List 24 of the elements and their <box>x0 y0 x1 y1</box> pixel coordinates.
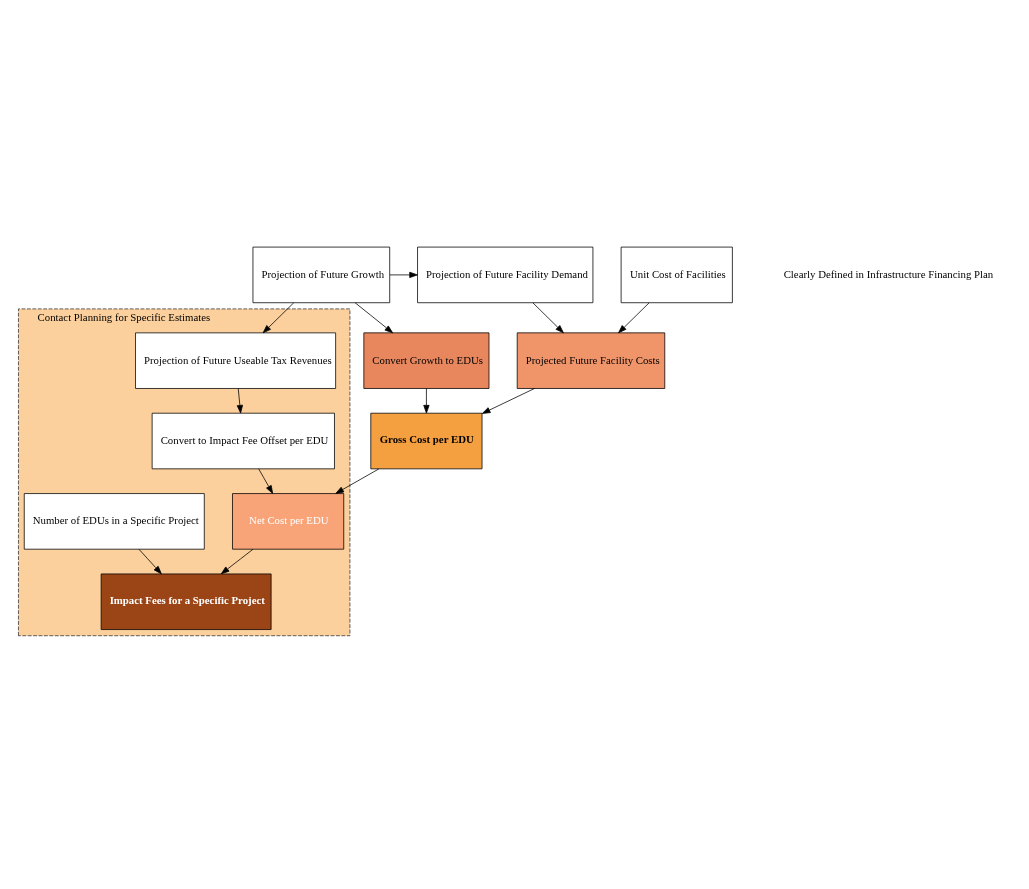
node-box: Gross Cost per EDU <box>370 412 483 470</box>
arrow <box>389 271 418 278</box>
arrow <box>354 302 394 334</box>
node-box: Unit Cost of Facilities <box>620 246 733 304</box>
node-box: Projection of Future Facility Demand <box>417 246 594 304</box>
arrow <box>220 548 254 575</box>
arrow <box>618 302 650 334</box>
node-box: Net Cost per EDU <box>232 493 345 550</box>
node-box: Projection of Future Growth <box>252 246 391 304</box>
node-box: Number of EDUs in a Specific Project <box>23 493 205 550</box>
node-box: Impact Fees for a Specific Project <box>100 573 272 630</box>
node-box: Projected Future Facility Costs <box>516 332 666 389</box>
node-box: Projection of Future Useable Tax Revenues <box>135 332 336 389</box>
arrow <box>258 468 274 494</box>
node-box: Convert Growth to EDUs <box>363 332 490 389</box>
label: Clearly Defined in Infrastructure Financing Plan <box>783 267 994 280</box>
arrow <box>423 388 430 414</box>
arrow <box>236 388 243 414</box>
arrow <box>532 302 564 334</box>
arrow <box>481 388 535 414</box>
arrow <box>335 468 380 494</box>
arrow <box>262 302 295 334</box>
arrow <box>138 548 162 575</box>
node-box: Convert to Impact Fee Offset per EDU <box>151 412 335 470</box>
